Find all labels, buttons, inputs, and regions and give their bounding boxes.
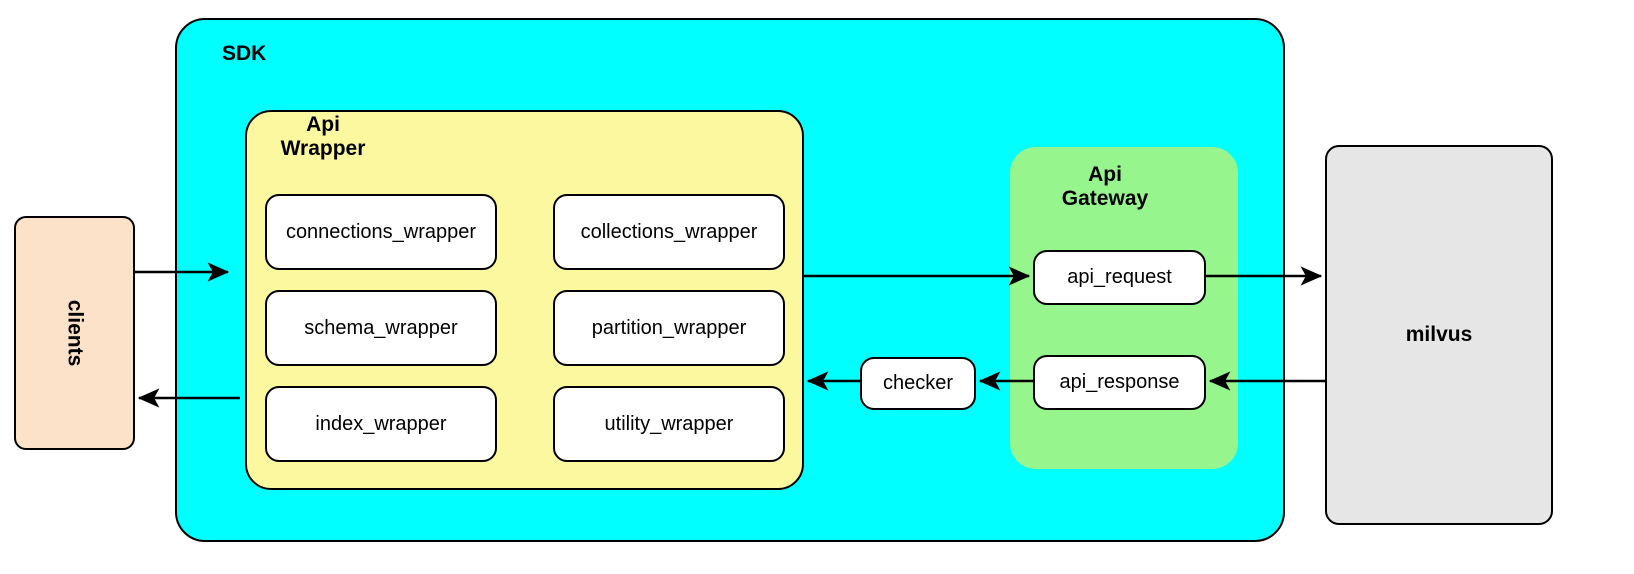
node-schema-wrapper[interactable]: schema_wrapper (265, 290, 497, 366)
node-label: partition_wrapper (591, 316, 747, 339)
node-utility-wrapper[interactable]: utility_wrapper (553, 386, 785, 462)
node-api-request[interactable]: api_request (1033, 250, 1206, 305)
node-label: milvus (1405, 323, 1473, 346)
api-wrapper-container-label: Api Wrapper (280, 113, 366, 160)
api-gateway-container (1010, 147, 1238, 469)
node-label: clients (63, 299, 87, 367)
node-label: index_wrapper (315, 412, 447, 435)
node-connections-wrapper[interactable]: connections_wrapper (265, 194, 497, 270)
node-label: connections_wrapper (285, 220, 477, 243)
node-partition-wrapper[interactable]: partition_wrapper (553, 290, 785, 366)
node-label: schema_wrapper (304, 316, 458, 339)
node-label: api_response (1059, 371, 1180, 393)
node-label: checker (882, 372, 954, 394)
node-label: utility_wrapper (604, 412, 734, 435)
node-label: collections_wrapper (580, 220, 758, 243)
sdk-container-label: SDK (222, 42, 267, 65)
node-index-wrapper[interactable]: index_wrapper (265, 386, 497, 462)
node-api-response[interactable]: api_response (1033, 355, 1206, 410)
node-checker[interactable]: checker (860, 357, 976, 410)
api-gateway-container-label: Api Gateway (1061, 163, 1149, 210)
node-collections-wrapper[interactable]: collections_wrapper (553, 194, 785, 270)
node-label: api_request (1067, 266, 1172, 288)
node-milvus[interactable]: milvus (1325, 145, 1553, 525)
node-clients[interactable]: clients (14, 216, 135, 450)
